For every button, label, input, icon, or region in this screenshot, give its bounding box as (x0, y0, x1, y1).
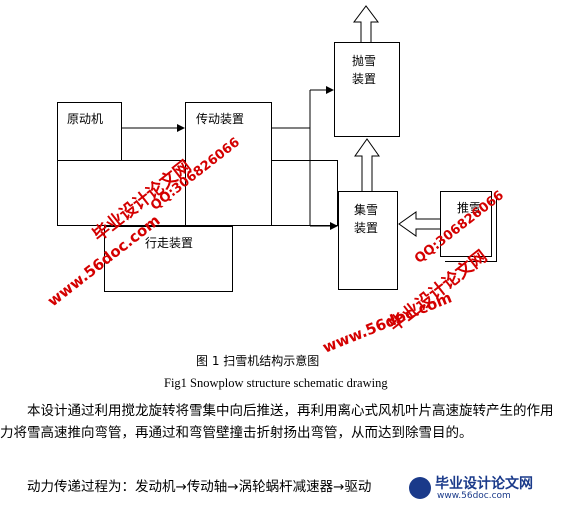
prime-mover-box: 原动机 (57, 102, 122, 161)
throw-snow-box: 抛雪 装置 (334, 42, 400, 137)
logo-title: 毕业设计论文网 (435, 476, 533, 492)
collect-to-throw-hollow-arrow (354, 138, 380, 191)
site-logo: 毕业设计论文网 www.56doc.com (407, 474, 557, 502)
walking-label: 行走装置 (145, 236, 194, 250)
figure-caption-cn: 图 1 扫雪机结构示意图 (196, 354, 320, 368)
other-label: 推雪 (457, 201, 482, 215)
figure-caption-en: Fig1 Snowplow structure schematic drawin… (164, 376, 388, 390)
other-box: 推雪 (440, 191, 492, 257)
logo-url: www.56doc.com (437, 491, 511, 501)
body-paragraph-1: 本设计通过利用搅龙旋转将雪集中向后推送，再利用离心式风机叶片高速旋转产生的作用力… (0, 403, 554, 441)
walking-box: 行走装置 (104, 226, 233, 292)
body-paragraph-2: 动力传递过程为：发动机→传动轴→涡轮蜗杆减速器→驱动 (27, 479, 372, 495)
collect-snow-box: 集雪 装置 (338, 191, 398, 290)
logo-emblem-icon (409, 477, 431, 499)
throw-snow-label: 抛雪 装置 (352, 54, 377, 86)
other-to-collect-hollow-arrow (398, 211, 440, 237)
transmission-box: 传动装置 (185, 102, 272, 226)
throw-out-hollow-arrow (353, 5, 379, 42)
prime-mover-label: 原动机 (67, 112, 104, 126)
other-box-shadow (445, 196, 497, 262)
transmission-label: 传动装置 (196, 112, 245, 126)
collect-snow-label: 集雪 装置 (354, 203, 379, 235)
